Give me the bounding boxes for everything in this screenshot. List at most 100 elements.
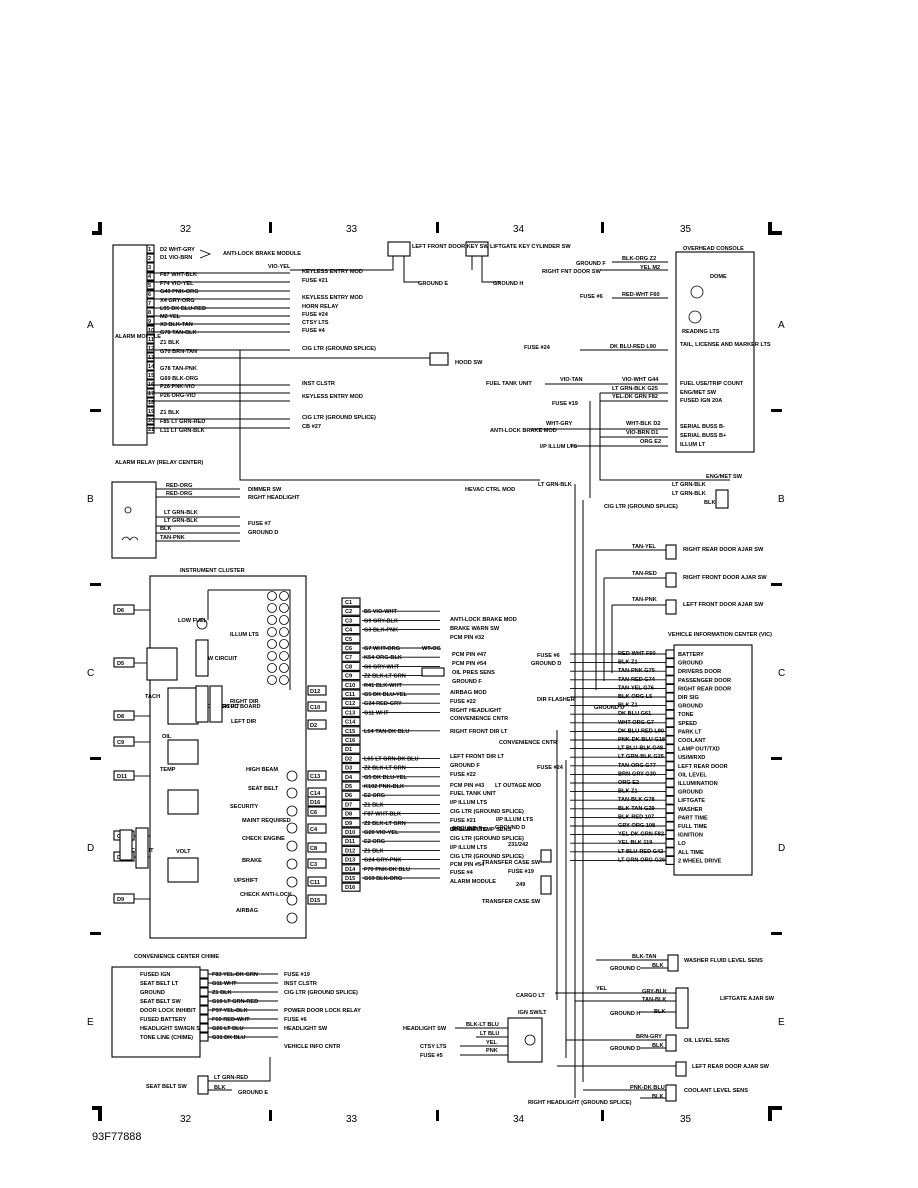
- row-tick: [771, 932, 782, 935]
- oc-item-serial-minus: SERIAL BUSS B-: [680, 424, 725, 430]
- ic-right-pin-label: D12: [310, 689, 320, 695]
- ground-h-label: GROUND H: [493, 281, 523, 287]
- cc-wire-label: F87 WHT-BLK: [364, 812, 401, 818]
- row-tick: [90, 409, 101, 412]
- cc-destination: CONVENIENCE CNTR: [450, 716, 508, 722]
- mid-lt-grn-1: LT GRN-BLK: [538, 482, 572, 488]
- cc-wire-label: Z2 BLK-LT GRN: [364, 674, 406, 680]
- alarm-pin-number: 6: [148, 292, 151, 298]
- cc-pin: [341, 809, 361, 819]
- chime-pin: [199, 1005, 209, 1015]
- cc-pin: [341, 643, 361, 653]
- alarm-pin-number: 15: [148, 373, 154, 379]
- chime-wire-label: G11 WHT: [212, 981, 237, 987]
- grid-col-32-top: 32: [180, 224, 192, 235]
- lr-wire-blk: BLK: [652, 963, 664, 969]
- alarm-wire-label: L95 DK BLU-RED: [160, 306, 206, 312]
- vic-item: GROUND: [678, 704, 703, 710]
- chime-pin: [199, 969, 209, 979]
- chime-wire-label: G26 LT BLU: [212, 1026, 244, 1032]
- oc-item-fused-ign: FUSED IGN 20A: [680, 398, 722, 404]
- ic-items: LOW FUELFUELLFW CIRCUITTACHTACH CIRCUITT…: [122, 591, 298, 924]
- vic-item: RIGHT REAR DOOR: [678, 686, 731, 692]
- illum-lamp-icon: [267, 639, 277, 649]
- lr-ground-d: GROUND D: [610, 1046, 640, 1052]
- ic-left-pin-label: D6: [117, 608, 124, 614]
- cc-pin: [341, 717, 361, 727]
- alarm-pin-number: 12: [148, 346, 154, 352]
- grid-col-34-bottom: 34: [513, 1114, 525, 1125]
- cc-pin: [341, 735, 361, 745]
- cc-destination: PCM PIN #32: [450, 635, 484, 641]
- vic-left-fuse19: FUSE #19: [508, 869, 534, 875]
- vic-item: ILLUMINATION: [678, 781, 718, 787]
- oc-wire-vio-tan: VIO-TAN: [560, 377, 583, 383]
- row-tick: [90, 932, 101, 935]
- low-fuel-lamp-icon: [196, 618, 208, 630]
- cc-pin: [341, 781, 361, 791]
- lr-wire-brn-gry: BRN-GRY: [636, 1034, 662, 1040]
- alarm-relay: ALARM RELAY (RELAY CENTER) RED-ORG RED-O…: [111, 460, 300, 559]
- cc-pin-label: D4: [345, 775, 353, 781]
- vic-left-ip: I/P ILLUM LTS: [496, 817, 533, 823]
- oc-left-fuse6: FUSE #6: [580, 294, 603, 300]
- cc-pin: [341, 744, 361, 754]
- cc-pin: [341, 661, 361, 671]
- cc-pin-label: D9: [345, 821, 352, 827]
- ic-item: CHECK ENGINE: [242, 836, 285, 842]
- ic-item: LEFT DIR: [231, 719, 256, 725]
- door-ajar-switches: RIGHT REAR DOOR AJAR SW RIGHT FRONT DOOR…: [595, 544, 767, 690]
- grid-row-d-left: D: [87, 843, 94, 854]
- illum-lamp-icon: [279, 591, 289, 601]
- oc-wire-blk-org: BLK-ORG Z2: [622, 256, 656, 262]
- ic-right-pin: [307, 701, 327, 712]
- ic-right-pin: [307, 719, 327, 730]
- cc-pin-label: C11: [345, 692, 355, 698]
- cc-wire-label: G20 VIO-YEL: [364, 830, 399, 836]
- lr-cargo: CARGO LT: [516, 993, 545, 999]
- alarm-pin: [146, 262, 155, 272]
- chime-wire-label: G31 DK BLU: [212, 1035, 245, 1041]
- lr-washer: WASHER FLUID LEVEL SENS: [684, 958, 763, 964]
- lower-right-sensors: WASHER FLUID LEVEL SENS LIFTGATE AJAR SW…: [516, 954, 775, 1106]
- cc-wire-label: Z1 BLK: [364, 848, 384, 854]
- vic: VEHICLE INFORMATION CENTER (VIC) BATTERY…: [482, 632, 772, 905]
- am-label-fuse4: FUSE #4: [302, 328, 326, 334]
- alarm-wire-label: G49 PNK-ORG: [160, 289, 199, 295]
- chime-wire-label: F60 RED-WHT: [212, 1017, 250, 1023]
- vic-left-231: 231/242: [508, 842, 528, 848]
- cc-destination: LEFT FRONT DIR LT: [450, 754, 505, 760]
- cc-destination: RIGHT FRONT DIR LT: [450, 729, 508, 735]
- ic-left-pin: [113, 893, 135, 904]
- grid-col-35-bottom: 35: [680, 1114, 692, 1125]
- alarm-pin: [146, 325, 155, 335]
- cc-destination: WT-OG: [422, 646, 441, 652]
- cc-pin-label: C10: [345, 683, 355, 689]
- alarm-pin-number: 14: [148, 364, 155, 370]
- alarm-pin-number: 5: [148, 283, 151, 289]
- vic-pin: [665, 855, 675, 865]
- vic-item: PART TIME: [678, 815, 708, 821]
- ar-wire-blk: BLK: [160, 526, 172, 532]
- vic-item: BATTERY: [678, 652, 704, 658]
- da-wire-tan-red: TAN-RED: [632, 571, 657, 577]
- cc-wire-label: G5 DK BLU-YEL: [364, 775, 407, 781]
- col-tick: [436, 1110, 439, 1121]
- alarm-pin: [146, 415, 155, 425]
- cc-pin: [341, 855, 361, 865]
- alarm-wire-label: G78 TAN-PNK: [160, 366, 197, 372]
- vic-pin: [665, 804, 675, 814]
- cc-destination: FUSE #22: [450, 772, 476, 778]
- ic-left-pin: [113, 604, 135, 615]
- oc-item-fuel-use: FUEL USE/TRIP COUNT: [680, 381, 744, 387]
- cc-pin-label: D16: [345, 885, 355, 891]
- vic-item: COOLANT: [678, 738, 706, 744]
- vic-left-tcs2: TRANSFER CASE SW: [482, 899, 541, 905]
- alarm-relay-title: ALARM RELAY (RELAY CENTER): [115, 460, 203, 466]
- ic-left-pin: [113, 770, 135, 781]
- cc-pin: [341, 763, 361, 773]
- cc-pin-label: C5: [345, 637, 352, 643]
